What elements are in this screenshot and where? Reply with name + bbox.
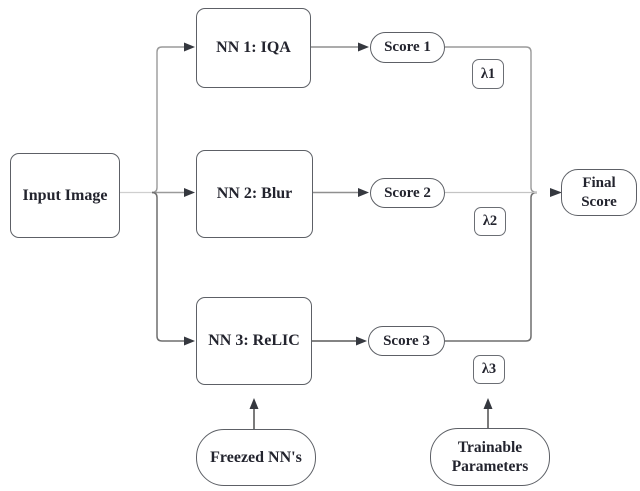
arrowhead-freezed-up (249, 398, 259, 409)
node-lambda-1: λ1 (472, 59, 504, 89)
arrowhead-trainable-up (483, 398, 493, 409)
node-score-3: Score 3 (368, 326, 445, 356)
node-freezed-nns: Freezed NN's (196, 429, 316, 486)
node-nn2-blur: NN 2: Blur (196, 150, 313, 238)
arrowhead-into-score2 (358, 188, 369, 197)
arrowhead-into-score3 (356, 336, 367, 346)
node-nn3-relic: NN 3: ReLIC (196, 297, 312, 385)
edge-junction-to-nn1 (151, 46, 184, 194)
arrowhead-into-nn3 (184, 336, 195, 346)
node-lambda-2: λ2 (474, 207, 506, 236)
node-score-2: Score 2 (370, 178, 445, 208)
node-lambda-3: λ3 (473, 355, 505, 384)
arrowhead-into-nn2 (184, 188, 195, 197)
edge-junction-to-nn3 (151, 191, 184, 342)
node-nn1-iqa: NN 1: IQA (196, 8, 311, 88)
node-input-image: Input Image (10, 153, 120, 238)
arrowhead-into-nn1 (184, 42, 195, 52)
arrowhead-into-score1 (358, 42, 369, 52)
node-trainable-parameters: Trainable Parameters (430, 428, 550, 486)
arrowhead-into-final-score (550, 188, 562, 197)
node-score-1: Score 1 (370, 32, 445, 63)
node-final-score: Final Score (561, 169, 637, 216)
